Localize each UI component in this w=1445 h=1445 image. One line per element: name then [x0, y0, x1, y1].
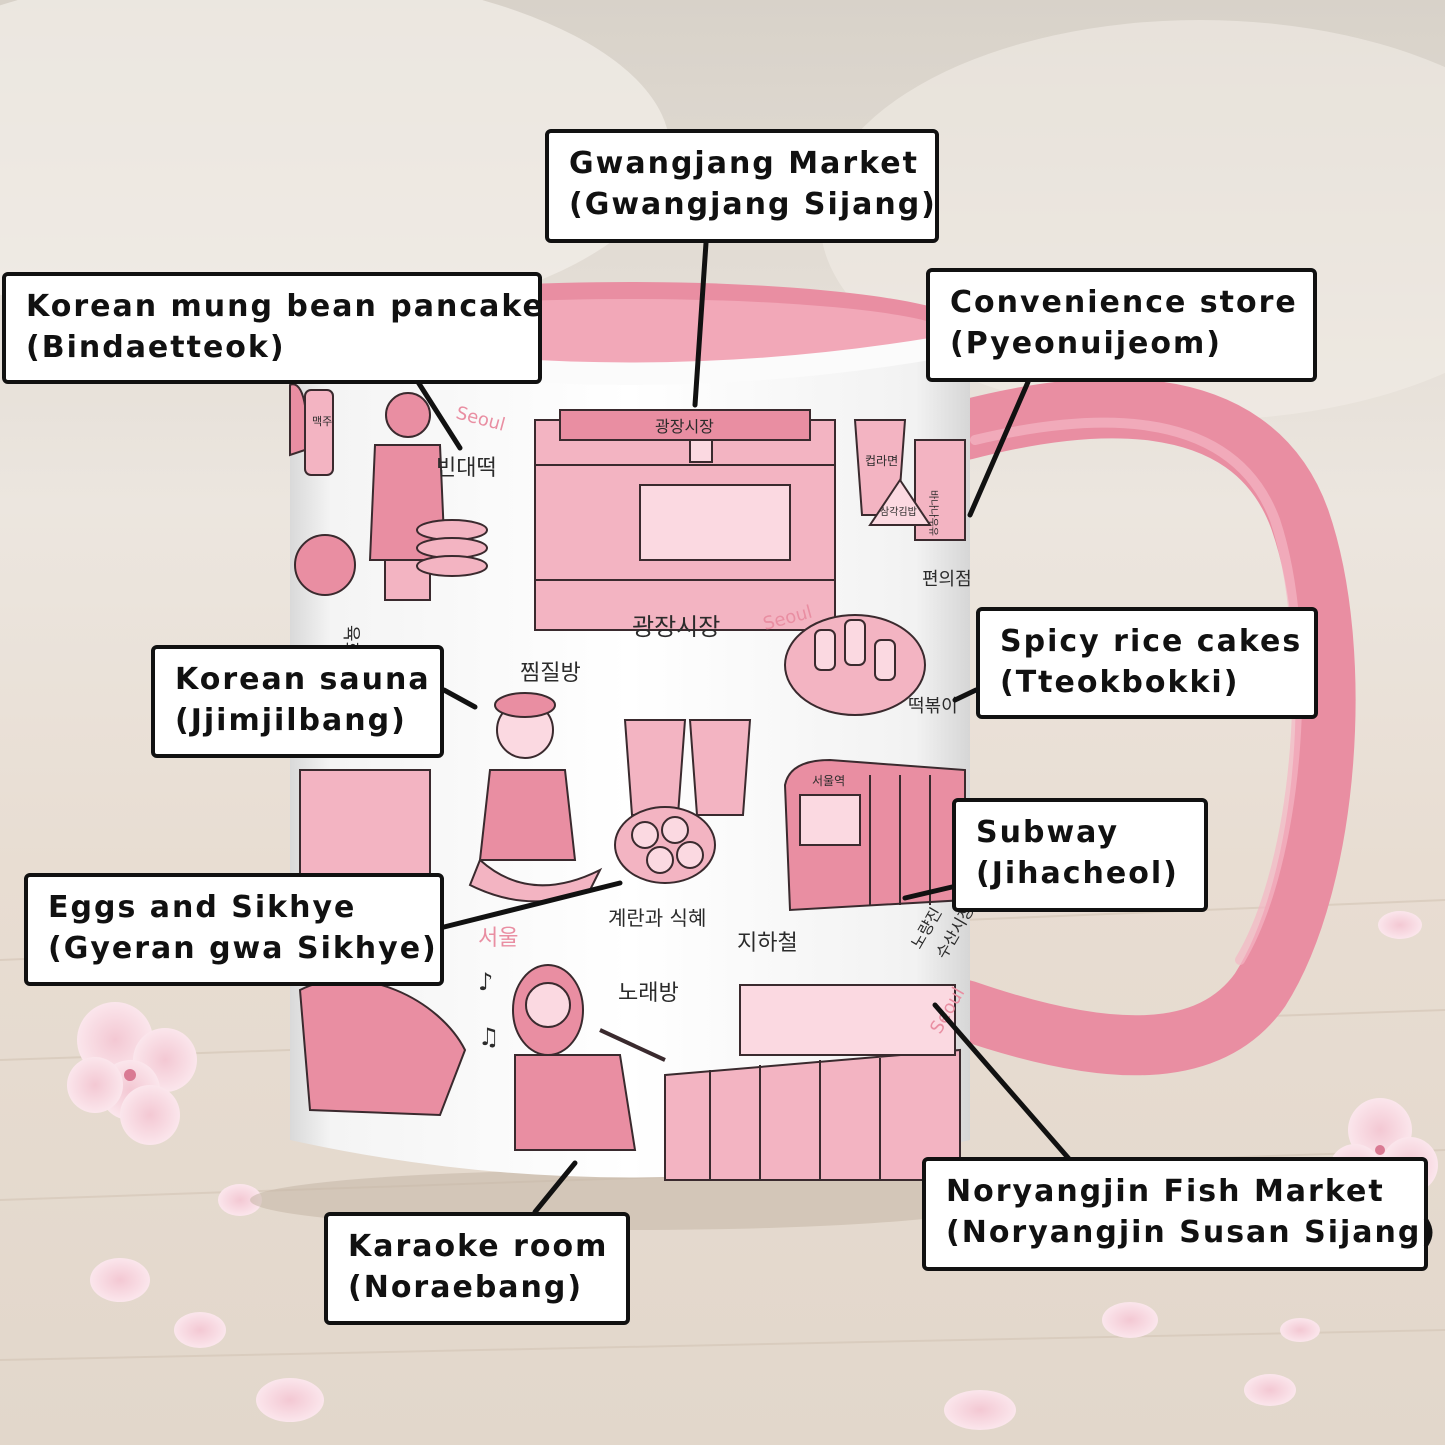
callout-bindaetteok: Korean mung bean pancake (Bindaetteok) — [2, 272, 545, 384]
callout-subtitle: (Noraebang) — [348, 1270, 584, 1305]
callout-jjimjilbang: Korean sauna (Jjimjilbang) — [151, 645, 444, 758]
mug-handle-highlight — [970, 417, 1303, 965]
svg-text:♪: ♪ — [478, 968, 493, 996]
leader-lines — [415, 240, 1073, 1215]
background-blur — [0, 0, 670, 330]
mug-label-pancake: 빈대떡 — [436, 456, 497, 481]
callout-gwangjang-market: Gwangjang Market (Gwangjang Sijang) — [545, 129, 939, 243]
mug-label-market-sign: 광장시장 — [655, 417, 714, 436]
callout-noryangjin: Noryangjin Fish Market (Noryangjin Susan… — [922, 1157, 1438, 1271]
mug-handle — [935, 378, 1356, 1076]
mug-label-eggs: 계란과 식혜 — [608, 906, 706, 930]
mug-label-sauna: 찜질방 — [520, 661, 581, 686]
mug-label-kimbap: 삼각김밥 — [880, 506, 917, 518]
mug-label-tteokbokki: 떡볶이 — [908, 696, 958, 717]
callout-subtitle: (Gwangjang Sijang) — [569, 187, 937, 222]
mug-label-store: 편의점 — [922, 569, 972, 590]
sauna-person-illustration — [468, 692, 603, 903]
callout-noraebang: Karaoke room (Noraebang) — [324, 1212, 630, 1325]
callout-subtitle: (Bindaetteok) — [26, 330, 286, 365]
callout-gyeran-gwa-sikhye: Eggs and Sikhye (Gyeran gwa Sikhye) — [24, 873, 444, 986]
callout-subtitle: (Noryangjin Susan Sijang) — [946, 1215, 1438, 1250]
drinks-and-eggs-illustration — [614, 719, 752, 884]
mug-label-subway-sign: 서울역 — [812, 774, 845, 788]
mug-illustrations — [289, 383, 966, 1181]
mug-label-beer: 맥주 — [312, 415, 332, 428]
callout-subtitle: (Pyeonuijeom) — [950, 326, 1222, 361]
callout-title: Spicy rice cakes — [1000, 624, 1303, 659]
callout-title: Karaoke room — [348, 1229, 609, 1264]
svg-text:♫: ♫ — [478, 1023, 500, 1051]
callout-pyeonuijeom: Convenience store (Pyeonuijeom) — [926, 268, 1317, 382]
music-note-icons: ♪ ♫ — [478, 968, 500, 1051]
callout-title: Convenience store — [950, 285, 1298, 320]
blossom-centers — [124, 1069, 1385, 1155]
karaoke-singer-illustration — [512, 964, 666, 1151]
tteokbokki-illustration — [784, 614, 926, 716]
mug-label-subway: 지하철 — [737, 931, 798, 956]
subway-train-illustration — [783, 758, 966, 912]
callout-tteokbokki: Spicy rice cakes (Tteokbokki) — [976, 607, 1318, 719]
mug-label-milk: 바나나우유 — [927, 490, 939, 536]
callout-title: Gwangjang Market — [569, 146, 919, 181]
callout-title: Noryangjin Fish Market — [946, 1174, 1385, 1209]
mug-label-market: 광장시장 — [632, 613, 720, 641]
fish-market-illustration — [664, 984, 961, 1181]
callout-title: Subway — [976, 815, 1120, 850]
callout-subtitle: (Jihacheol) — [976, 856, 1179, 891]
callout-jihacheol: Subway (Jihacheol) — [952, 798, 1208, 912]
callout-subtitle: (Jjimjilbang) — [175, 703, 407, 738]
convenience-store-illustration — [853, 419, 966, 541]
market-building-illustration — [534, 409, 836, 631]
mug-label-cup-ramen: 컵라면 — [865, 454, 898, 468]
pancake-vendor-illustration — [368, 392, 488, 601]
callout-title: Eggs and Sikhye — [48, 890, 357, 925]
callout-subtitle: (Gyeran gwa Sikhye) — [48, 931, 438, 966]
callout-title: Korean mung bean pancake — [26, 289, 545, 324]
mug-label-karaoke: 노래방 — [618, 981, 679, 1006]
callout-title: Korean sauna — [175, 662, 431, 697]
callout-subtitle: (Tteokbokki) — [1000, 665, 1240, 700]
mug-label-seoul-kr: 서울 — [478, 926, 518, 951]
